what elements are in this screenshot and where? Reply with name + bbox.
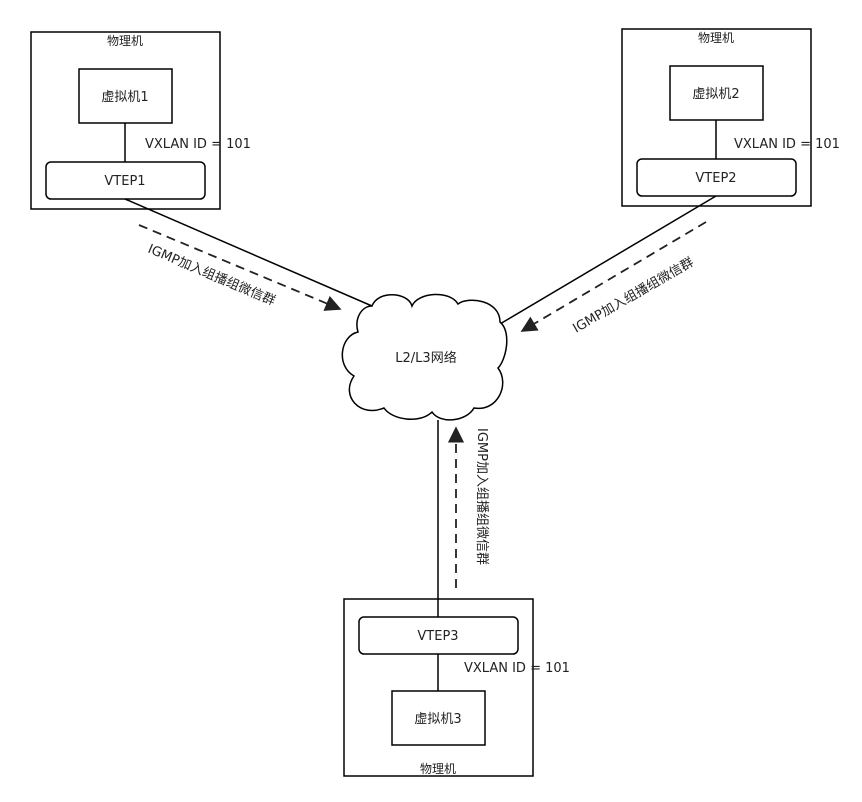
host-1-label: 物理机 — [107, 34, 143, 48]
vtep-2-label: VTEP2 — [695, 171, 736, 186]
vtep-2-box — [636, 158, 797, 197]
vm-1-box — [78, 68, 173, 124]
vtep-3-label: VTEP3 — [417, 629, 458, 644]
vni-1-label: VXLAN ID = 101 — [145, 137, 251, 152]
igmp-label-1: IGMP加入组播组微信群 — [145, 242, 277, 309]
vm-3-box — [391, 690, 486, 746]
igmp-label-3: IGMP加入组播组微信群 — [474, 428, 489, 565]
network-cloud: L2/L3网络 — [341, 293, 508, 421]
vtep-1-network-link — [124, 198, 373, 307]
host-3-label: 物理机 — [420, 762, 456, 776]
vtep-2-network-link — [499, 195, 717, 325]
physical-host-3: VTEP3 VXLAN ID = 101 虚拟机3 物理机 — [343, 598, 570, 777]
physical-host-1: 物理机 虚拟机1 VXLAN ID = 101 VTEP1 — [30, 31, 251, 210]
vm-2-label: 虚拟机2 — [692, 87, 739, 102]
vm-3-label: 虚拟机3 — [414, 712, 461, 727]
igmp-arrow-1 — [138, 224, 342, 311]
vni-2-label: VXLAN ID = 101 — [734, 137, 840, 152]
host-2-label: 物理机 — [698, 31, 734, 45]
vtep-1-label: VTEP1 — [104, 174, 145, 189]
physical-host-2: 物理机 虚拟机2 VXLAN ID = 101 VTEP2 — [621, 28, 840, 207]
network-label: L2/L3网络 — [395, 350, 456, 366]
vm-1-label: 虚拟机1 — [101, 90, 148, 105]
vm-2-box — [669, 65, 764, 121]
igmp-arrow-2 — [520, 221, 707, 332]
igmp-label-2: IGMP加入组播组微信群 — [571, 255, 697, 336]
vni-3-label: VXLAN ID = 101 — [464, 661, 570, 676]
cloud-shape — [341, 293, 508, 421]
